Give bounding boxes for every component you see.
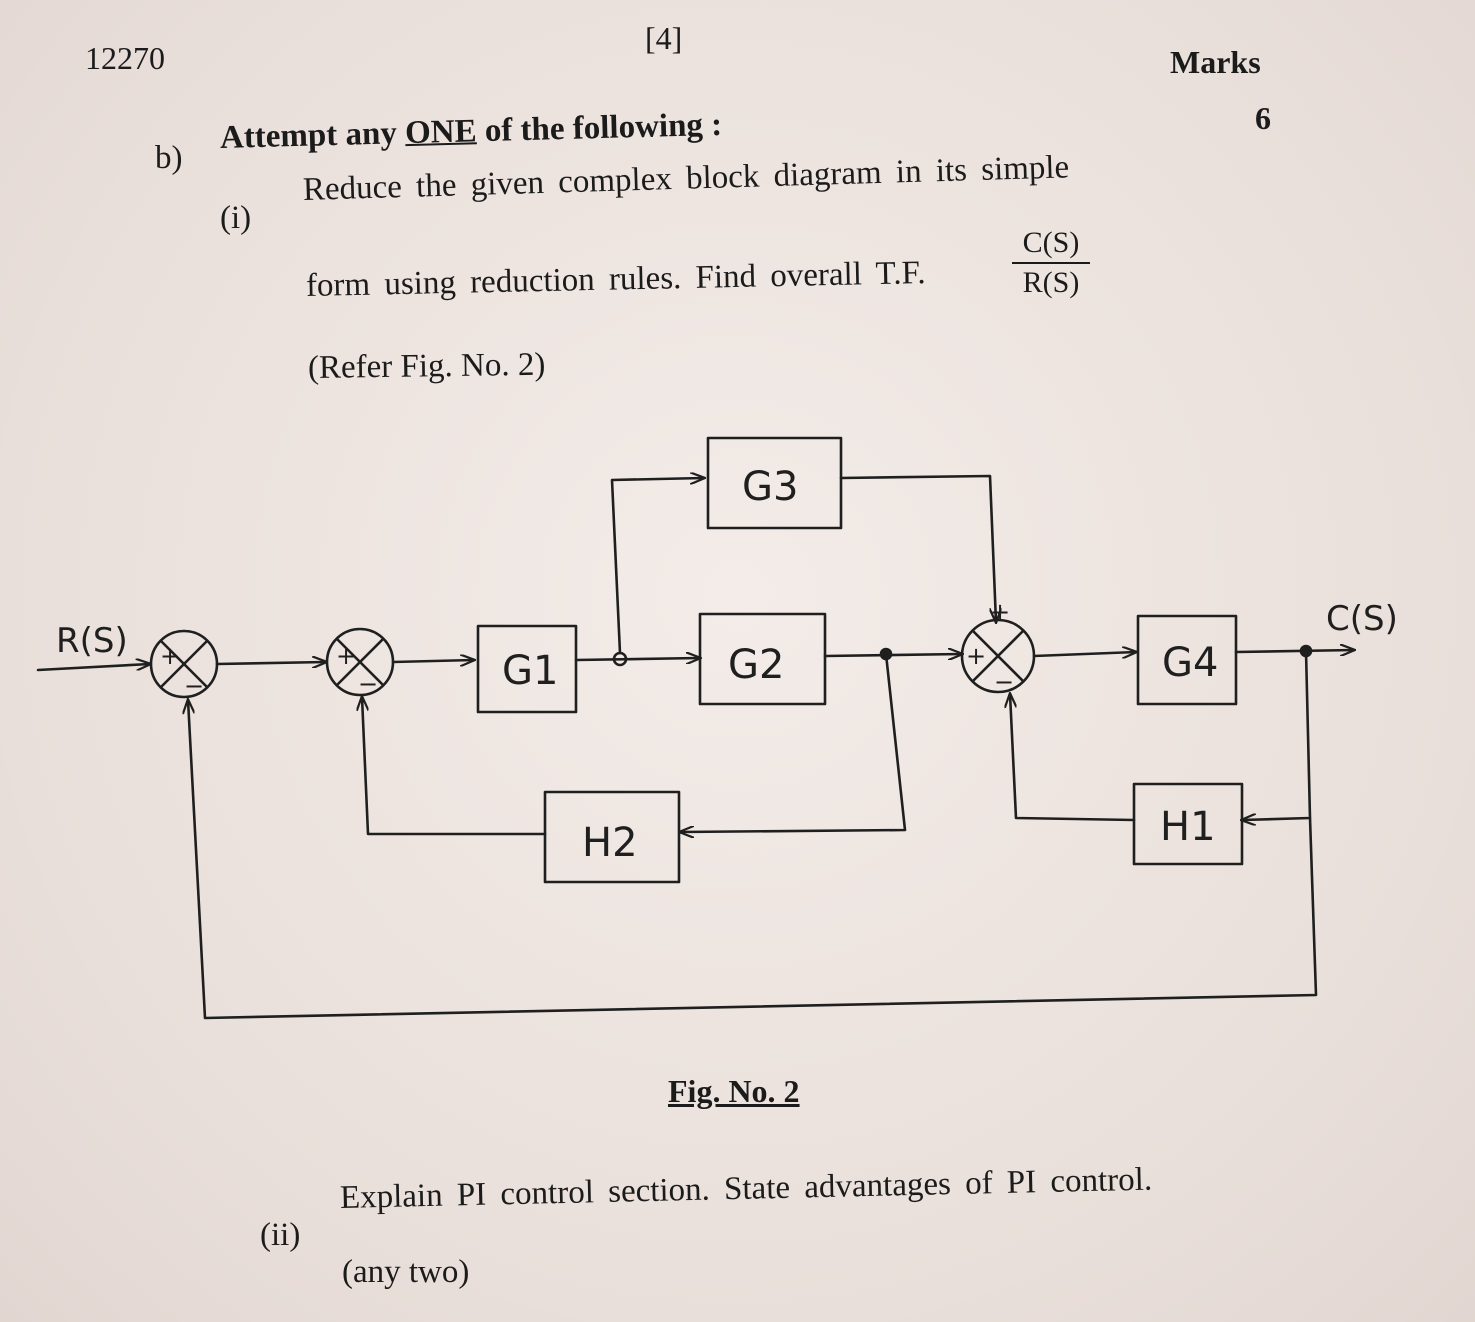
h2-to-sj2-line: [362, 697, 547, 836]
output-signal-line: [1234, 650, 1354, 652]
tf-denominator: R(S): [1022, 266, 1080, 299]
paper-code: 12270: [85, 40, 165, 76]
subquestion-i-label: (i): [220, 200, 252, 236]
sj2-minus-sign: −: [358, 670, 378, 698]
block-g2-label: G2: [728, 642, 784, 688]
sj3-plus-sign-left: +: [966, 642, 986, 670]
figure-caption: Fig. No. 2: [668, 1073, 800, 1109]
block-g2: [698, 612, 827, 706]
block-h2-label: H2: [582, 820, 638, 866]
sj3-plus-sign-top: +: [990, 598, 1010, 626]
sj1-to-sj2-line: [215, 662, 326, 664]
tf-numerator: C(S): [1012, 226, 1090, 264]
block-g4: [1136, 614, 1238, 706]
sj2-to-g1-line: [391, 660, 474, 662]
marks-header: Marks: [1170, 44, 1261, 80]
subquestion-ii-line2: (any two): [342, 1254, 470, 1290]
block-h1: [1132, 782, 1244, 866]
subquestion-ii-label: (ii): [260, 1217, 301, 1253]
block-g1: [476, 624, 578, 714]
block-g1-label: G1: [502, 648, 558, 694]
marks-value: 6: [1255, 100, 1271, 136]
block-h2: [543, 790, 681, 884]
page-number: [4]: [645, 20, 683, 56]
h2-input-line: [680, 652, 907, 832]
sj1-plus-sign: +: [160, 642, 180, 670]
input-label: R(S): [56, 621, 128, 661]
g1-to-g2-line: [574, 658, 700, 660]
sj2-plus-sign: +: [336, 642, 356, 670]
output-label: C(S): [1326, 599, 1398, 639]
input-signal-line: [36, 664, 150, 672]
h1-input-line: [1242, 649, 1312, 820]
sj3-to-g4-line: [1032, 652, 1136, 656]
unity-feedback-line: [188, 700, 1318, 1020]
block-g4-label: G4: [1162, 640, 1218, 686]
h1-to-sj3-line: [1010, 694, 1136, 822]
g3-to-sj3-line: [839, 474, 996, 622]
block-g3: [706, 436, 843, 530]
question-label: b): [155, 140, 183, 176]
g2-to-sj3-line: [823, 654, 962, 656]
block-h1-label: H1: [1160, 804, 1216, 850]
block-g3-label: G3: [742, 464, 798, 510]
sj3-minus-sign: −: [994, 668, 1014, 696]
transfer-function-fraction: C(S) R(S): [1012, 226, 1090, 300]
sj1-minus-sign: −: [184, 672, 204, 700]
g3-feedforward-line: [610, 478, 704, 655]
